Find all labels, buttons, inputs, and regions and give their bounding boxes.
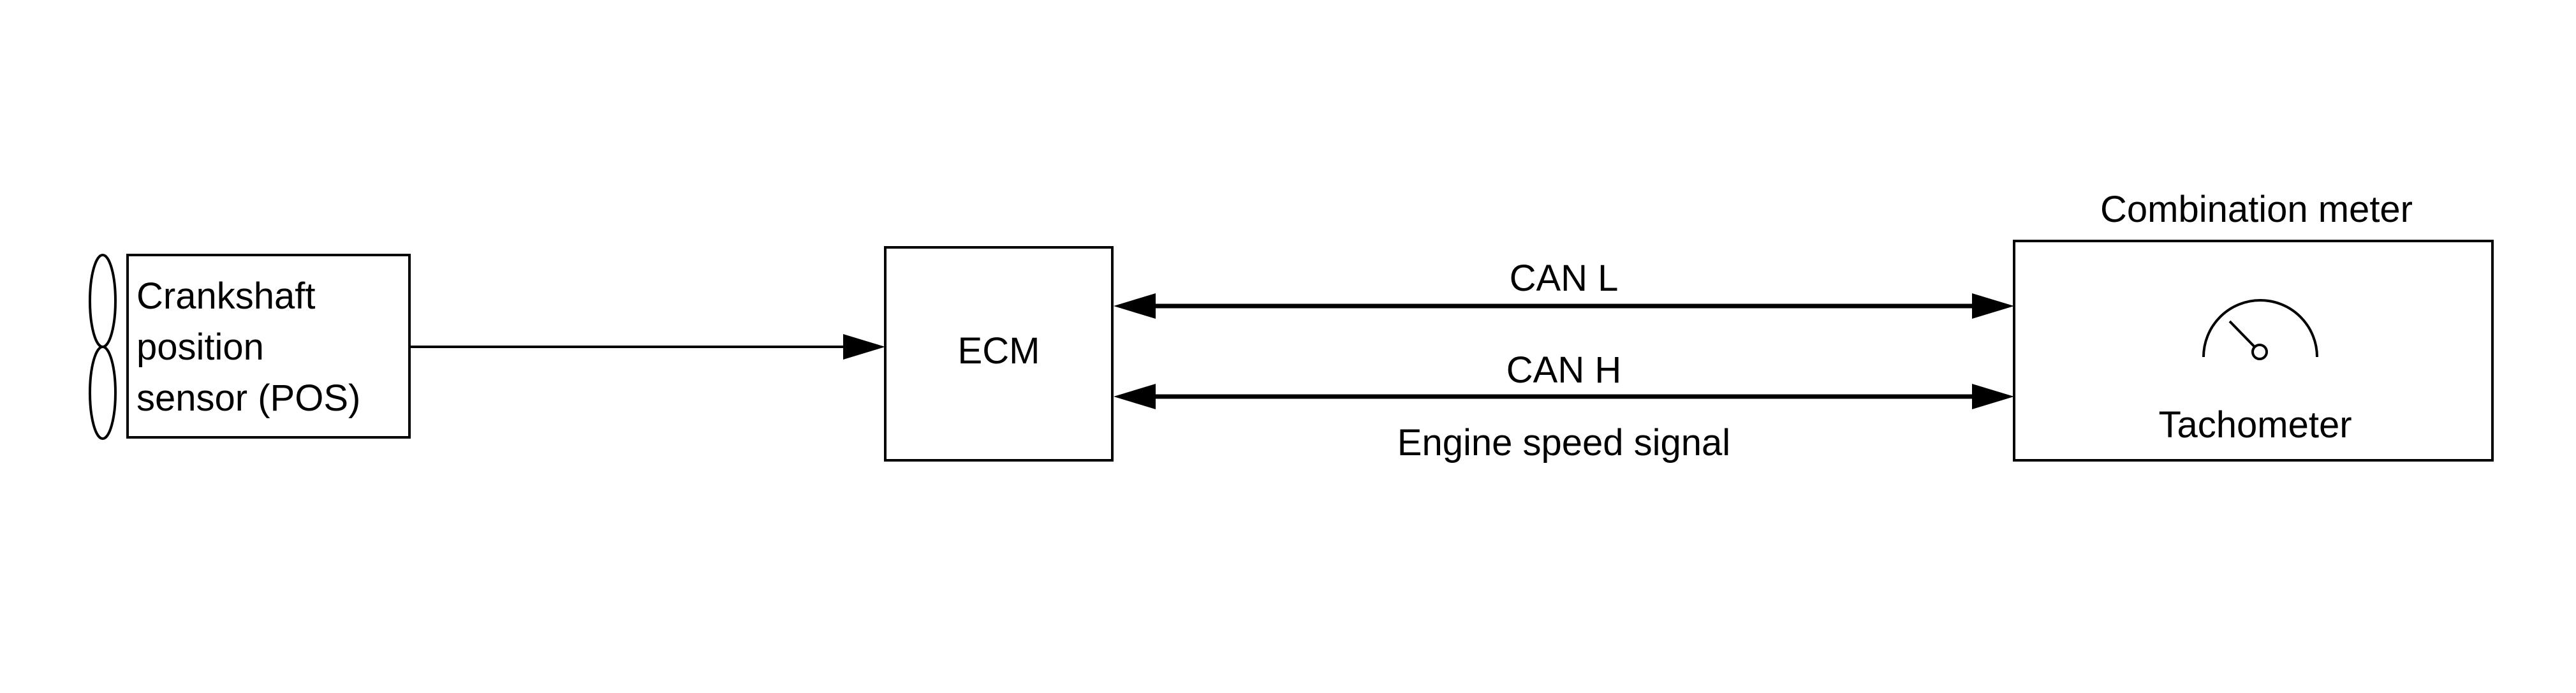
crankshaft-sensor-label-line-3: sensor (POS) (136, 377, 360, 419)
can-h-label: CAN H (1506, 349, 1621, 391)
can-h-arrowhead-left (1114, 384, 1156, 409)
engine-speed-signal-label: Engine speed signal (1397, 422, 1730, 463)
crankshaft-sensor-pickup-icon (89, 254, 117, 440)
can-l-label: CAN L (1510, 258, 1619, 299)
can-h-arrowhead-right (1972, 384, 2014, 409)
tachometer-label: Tachometer (2158, 404, 2352, 446)
tachometer-gauge-icon (2202, 299, 2318, 360)
combination-meter-title: Combination meter (2100, 189, 2413, 230)
ecm-label: ECM (958, 330, 1040, 372)
ecm-box (884, 246, 1114, 462)
combination-meter-box (2013, 240, 2494, 462)
crankshaft-sensor-label-line-1: Crankshaft (136, 275, 315, 317)
can-l-arrowhead-right (1972, 293, 2014, 319)
can-l-arrowhead-left (1114, 293, 1156, 319)
crankshaft-sensor-label-line-2: position (136, 326, 264, 368)
sensor-to-ecm-arrowhead (843, 334, 885, 360)
